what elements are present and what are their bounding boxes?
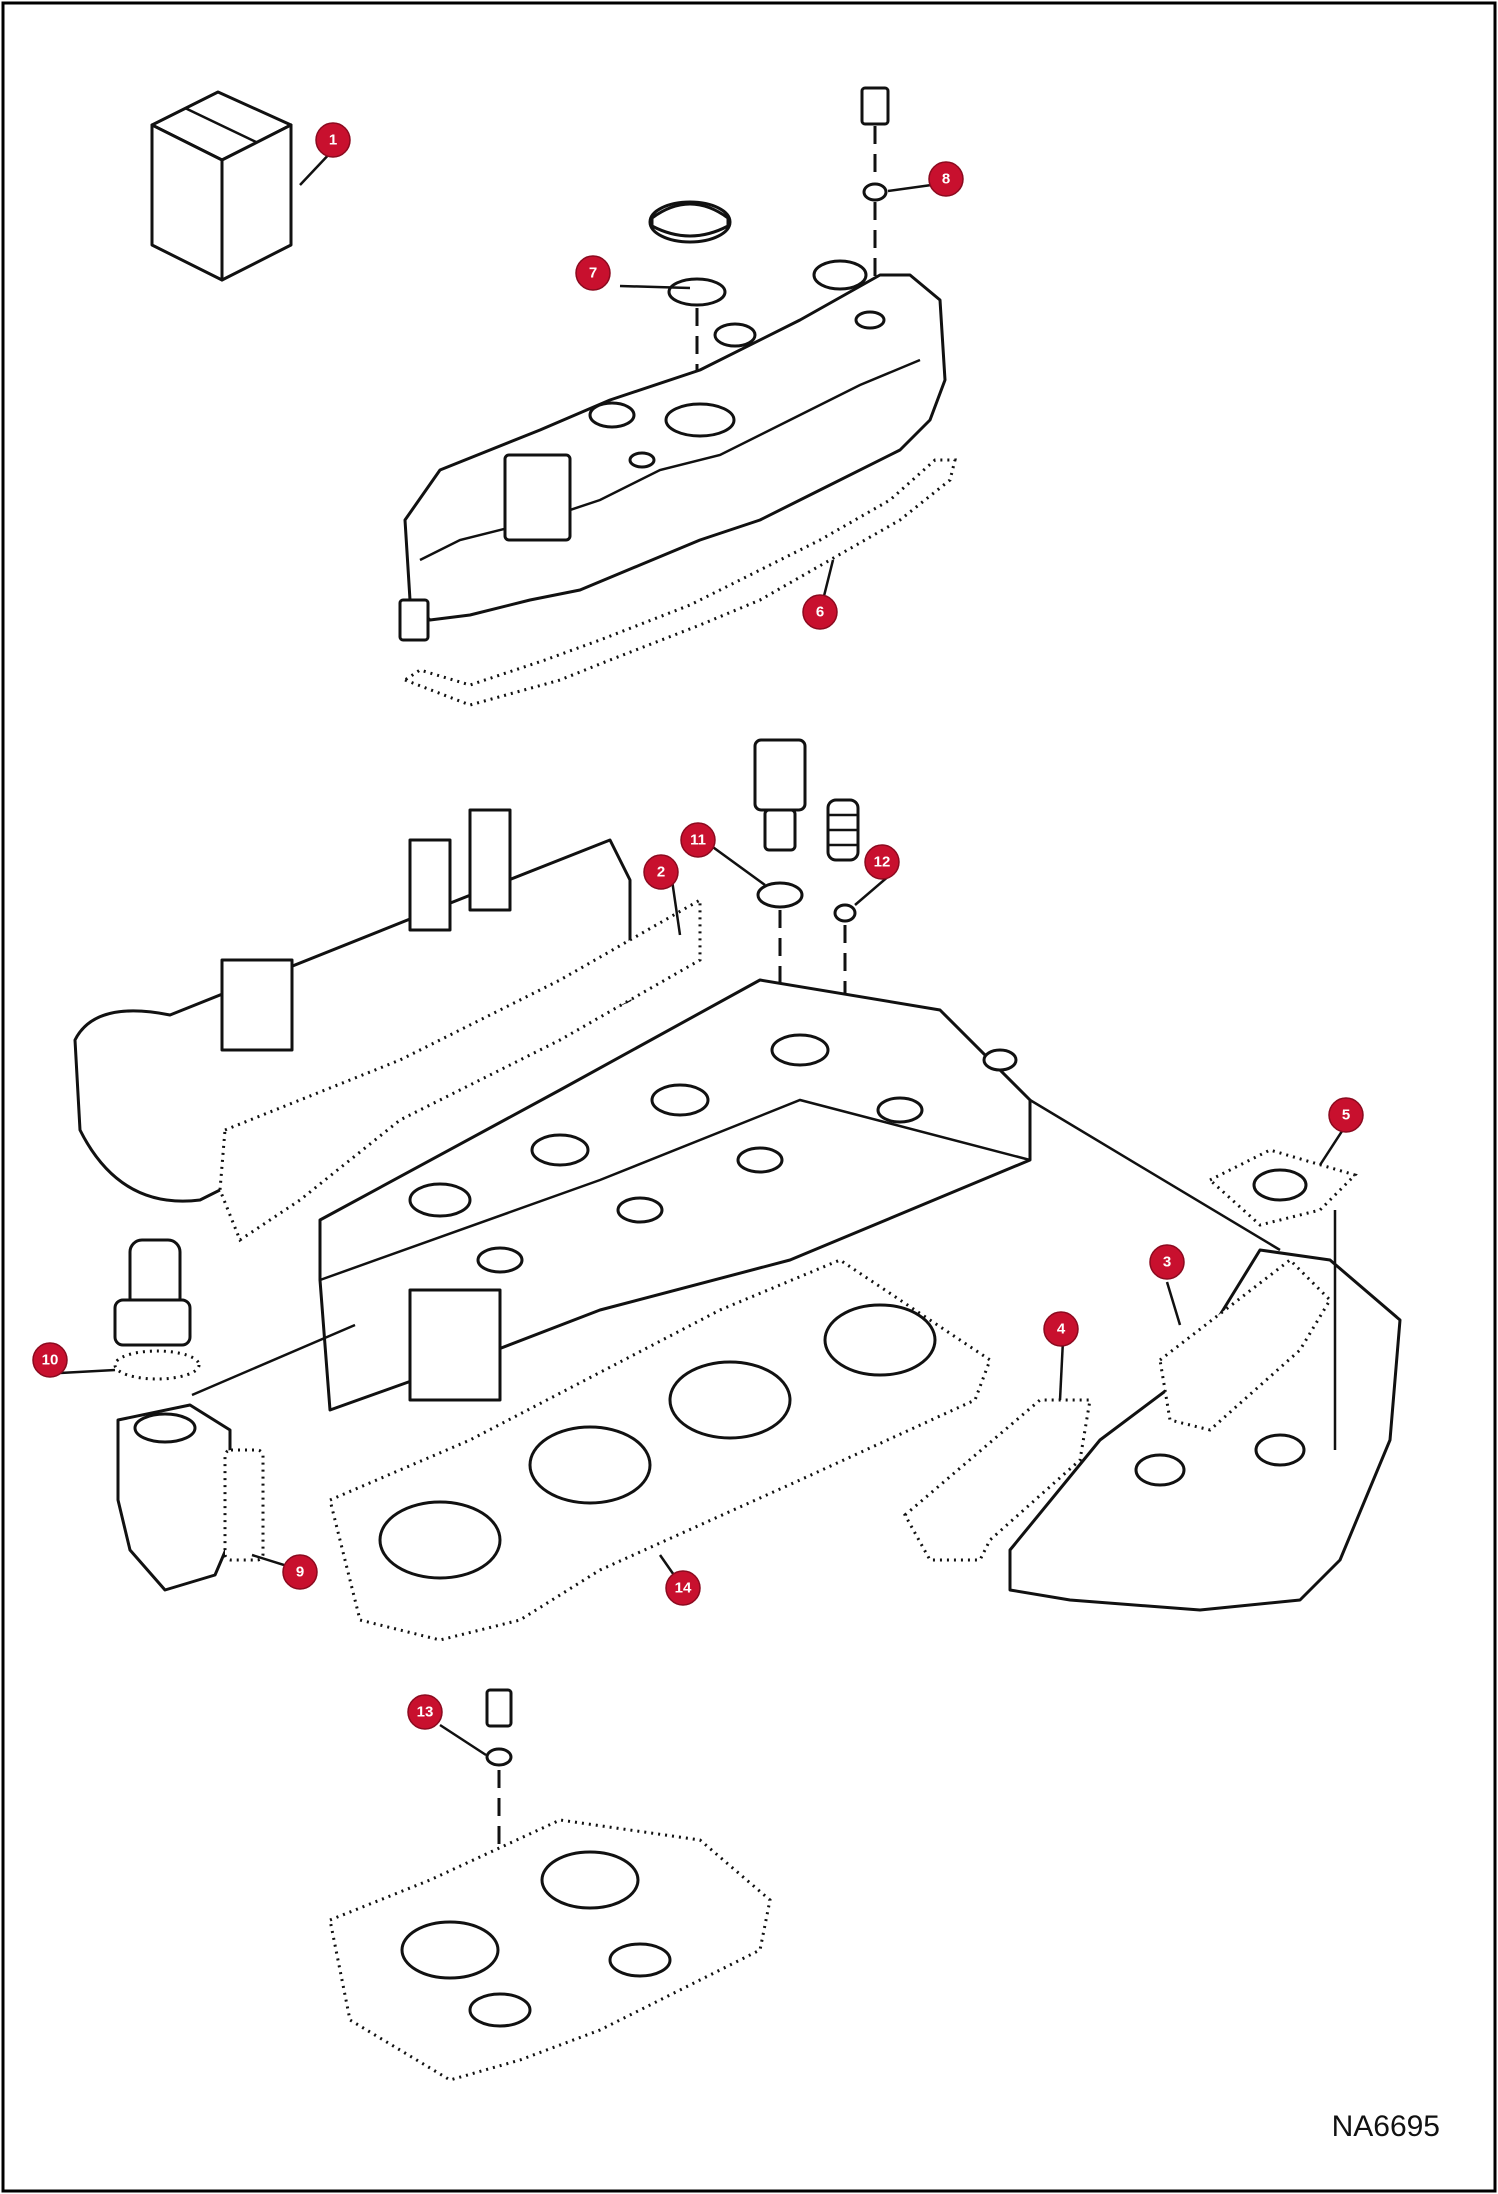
callout-badge-12: 12	[864, 844, 900, 880]
callout-label: 10	[42, 1352, 59, 1369]
intake-manifold-gasket	[218, 897, 702, 1243]
callout-badge-14: 14	[665, 1570, 701, 1606]
exhaust-flange-gasket	[1207, 1148, 1358, 1450]
callout-label: 9	[296, 1564, 304, 1581]
callout-label: 14	[675, 1580, 692, 1597]
valve-cover	[398, 259, 947, 642]
water-flange	[113, 1238, 356, 1592]
callout-label: 4	[1057, 1321, 1066, 1338]
callout-badge-7: 7	[575, 255, 611, 291]
callout-badge-4: 4	[1043, 1311, 1079, 1347]
intake-manifold	[73, 808, 632, 1203]
exhaust-manifold-gasket	[1158, 1258, 1332, 1432]
callout-badge-6: 6	[802, 594, 838, 630]
callout-badge-13: 13	[407, 1694, 443, 1730]
callout-badge-8: 8	[928, 161, 964, 197]
exhaust-manifold-gasket-outer	[903, 1398, 1092, 1562]
callout-label: 5	[1342, 1107, 1350, 1124]
callout-badge-10: 10	[32, 1342, 68, 1378]
callout-label: 2	[657, 864, 665, 881]
callout-label: 13	[417, 1704, 434, 1721]
callout-label: 8	[942, 171, 950, 188]
callout-badge-2: 2	[643, 854, 679, 890]
callout-badge-5: 5	[1328, 1097, 1364, 1133]
oil-cap	[648, 200, 732, 410]
drawing-code: NA6695	[1331, 2110, 1440, 2143]
injector	[753, 738, 807, 1000]
callout-badge-11: 11	[680, 822, 716, 858]
callout-badge-1: 1	[315, 122, 351, 158]
callout-label: 12	[874, 854, 891, 871]
valve-cover-gasket	[401, 458, 957, 707]
cover-nut	[860, 86, 890, 300]
callout-badge-3: 3	[1149, 1244, 1185, 1280]
callout-leaders	[59, 149, 1348, 1757]
callout-label: 6	[816, 604, 824, 621]
cylinder-head	[318, 978, 1032, 1412]
callout-label: 1	[329, 132, 337, 149]
lower-block-detail	[328, 1688, 772, 2082]
valve-spring	[826, 798, 860, 1010]
callout-badge-9: 9	[282, 1554, 318, 1590]
callout-label: 3	[1163, 1254, 1171, 1271]
kit-box	[150, 90, 293, 282]
callout-label: 7	[589, 265, 597, 282]
cylinder-head-gasket	[328, 1258, 992, 1642]
callout-label: 11	[690, 832, 706, 849]
